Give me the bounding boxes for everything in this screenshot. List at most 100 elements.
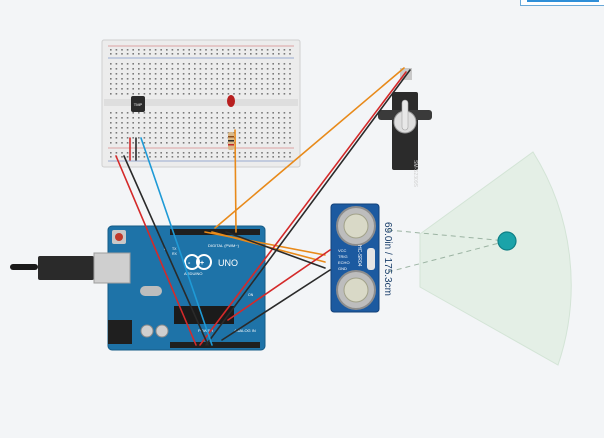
usb-cable[interactable] [10,252,131,284]
breadboard-hole[interactable] [182,117,185,119]
breadboard-hole[interactable] [154,73,157,75]
breadboard-hole[interactable] [261,73,263,75]
breadboard-hole[interactable] [177,127,179,129]
breadboard-hole[interactable] [154,78,157,80]
breadboard-hole[interactable] [160,83,162,85]
breadboard-hole[interactable] [227,156,230,158]
breadboard-hole[interactable] [233,156,235,158]
breadboard-hole[interactable] [143,127,146,129]
breadboard-hole[interactable] [278,117,280,119]
breadboard-hole[interactable] [160,156,162,158]
breadboard-hole[interactable] [188,142,190,144]
breadboard-hole[interactable] [272,68,274,70]
top-right-panel-edge[interactable] [520,0,604,6]
breadboard-hole[interactable] [138,142,140,144]
breadboard-hole[interactable] [171,112,174,114]
breadboard-hole[interactable] [188,132,190,134]
breadboard-hole[interactable] [166,68,168,70]
breadboard-hole[interactable] [199,63,202,65]
breadboard-hole[interactable] [244,156,246,158]
breadboard-hole[interactable] [160,93,162,95]
breadboard-hole[interactable] [216,122,218,124]
breadboard-hole[interactable] [194,53,196,55]
breadboard-hole[interactable] [188,152,190,154]
breadboard-hole[interactable] [266,137,269,139]
breadboard-hole[interactable] [199,73,202,75]
breadboard-hole[interactable] [177,78,179,80]
breadboard-hole[interactable] [278,137,280,139]
breadboard-hole[interactable] [160,78,162,80]
breadboard-hole[interactable] [278,63,280,65]
breadboard-hole[interactable] [272,93,274,95]
breadboard-hole[interactable] [255,122,258,124]
breadboard-hole[interactable] [283,73,286,75]
breadboard-hole[interactable] [283,53,286,55]
breadboard-hole[interactable] [132,49,134,51]
breadboard-hole[interactable] [149,78,151,80]
breadboard-hole[interactable] [238,127,241,129]
breadboard-hole[interactable] [255,83,258,85]
breadboard-hole[interactable] [216,83,218,85]
breadboard-hole[interactable] [216,112,218,114]
breadboard-hole[interactable] [126,152,129,154]
breadboard-hole[interactable] [278,68,280,70]
breadboard-hole[interactable] [177,83,179,85]
breadboard-hole[interactable] [110,63,112,65]
breadboard-hole[interactable] [188,117,190,119]
breadboard-hole[interactable] [126,132,129,134]
breadboard-hole[interactable] [278,83,280,85]
breadboard-hole[interactable] [233,132,235,134]
breadboard-hole[interactable] [233,83,235,85]
breadboard-hole[interactable] [138,122,140,124]
breadboard-hole[interactable] [160,127,162,129]
breadboard-hole[interactable] [205,88,207,90]
breadboard-hole[interactable] [250,93,252,95]
breadboard-hole[interactable] [132,112,134,114]
breadboard-hole[interactable] [188,88,190,90]
breadboard-hole[interactable] [182,49,185,51]
breadboard-hole[interactable] [205,93,207,95]
breadboard-hole[interactable] [115,122,118,124]
breadboard-hole[interactable] [250,63,252,65]
breadboard-hole[interactable] [255,112,258,114]
breadboard-hole[interactable] [194,127,196,129]
breadboard-hole[interactable] [261,137,263,139]
breadboard-hole[interactable] [210,73,213,75]
wire-red[interactable] [227,249,331,321]
breadboard-hole[interactable] [121,152,123,154]
breadboard-hole[interactable] [244,83,246,85]
breadboard-hole[interactable] [289,127,291,129]
breadboard-hole[interactable] [255,137,258,139]
breadboard-hole[interactable] [222,68,224,70]
breadboard-hole[interactable] [121,117,123,119]
breadboard-hole[interactable] [283,112,286,114]
breadboard-hole[interactable] [138,88,140,90]
breadboard-hole[interactable] [244,49,246,51]
breadboard-hole[interactable] [132,132,134,134]
breadboard-hole[interactable] [222,156,224,158]
breadboard-hole[interactable] [121,142,123,144]
breadboard-hole[interactable] [199,132,202,134]
breadboard-hole[interactable] [160,137,162,139]
breadboard-hole[interactable] [255,73,258,75]
breadboard-hole[interactable] [250,112,252,114]
breadboard-hole[interactable] [194,73,196,75]
breadboard-hole[interactable] [210,63,213,65]
breadboard-hole[interactable] [238,68,241,70]
breadboard-hole[interactable] [233,78,235,80]
breadboard-hole[interactable] [210,53,213,55]
breadboard-hole[interactable] [255,152,258,154]
breadboard-hole[interactable] [289,83,291,85]
breadboard-hole[interactable] [149,53,151,55]
breadboard-hole[interactable] [110,112,112,114]
breadboard-hole[interactable] [188,63,190,65]
breadboard-hole[interactable] [216,49,218,51]
breadboard-hole[interactable] [244,93,246,95]
breadboard-hole[interactable] [283,142,286,144]
breadboard-hole[interactable] [233,63,235,65]
breadboard-hole[interactable] [289,132,291,134]
breadboard-hole[interactable] [205,137,207,139]
breadboard-hole[interactable] [126,122,129,124]
breadboard-hole[interactable] [222,93,224,95]
breadboard-hole[interactable] [250,132,252,134]
